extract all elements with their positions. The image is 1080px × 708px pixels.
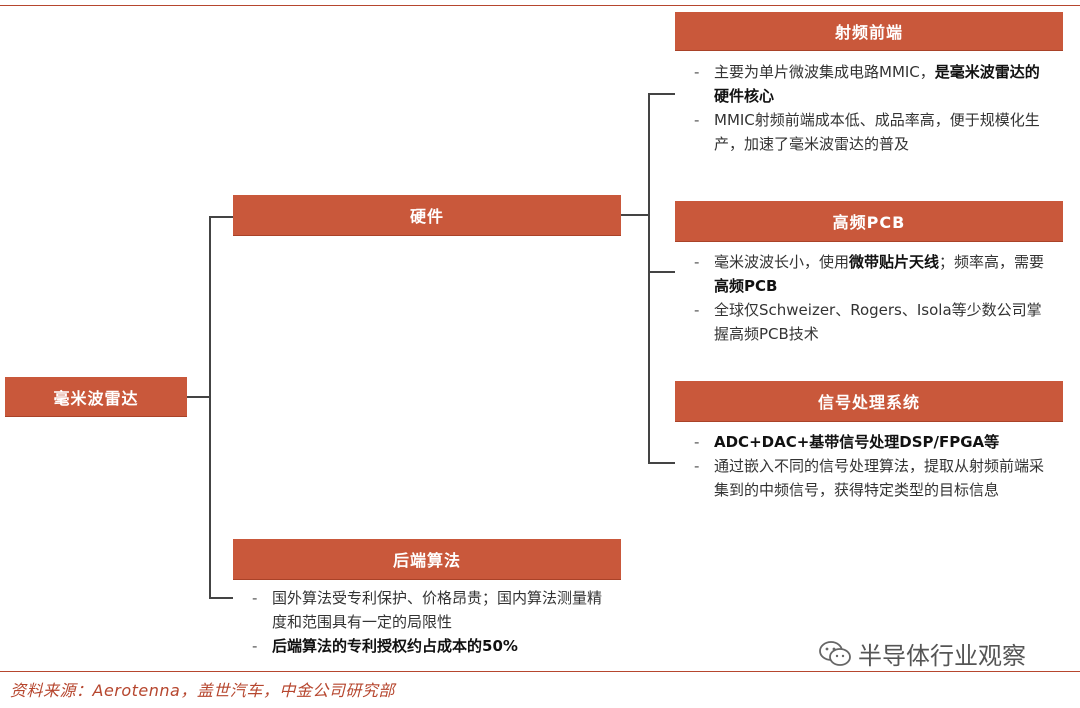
- signal-processing-bullets: ADC+DAC+基带信号处理DSP/FPGA等 通过嵌入不同的信号处理算法，提取…: [692, 430, 1052, 502]
- root-label: 毫米波雷达: [53, 388, 139, 408]
- list-item: 主要为单片微波集成电路MMIC，是毫米波雷达的硬件核心: [692, 60, 1052, 108]
- signal-processing-node: 信号处理系统: [675, 381, 1063, 422]
- hardware-label: 硬件: [409, 207, 444, 226]
- root-node: 毫米波雷达: [5, 377, 187, 417]
- connector-to-dsp: [648, 462, 675, 464]
- connector-to-pcb: [648, 271, 675, 273]
- connector-to-backend: [209, 597, 233, 599]
- list-item: ADC+DAC+基带信号处理DSP/FPGA等: [692, 430, 1052, 454]
- signal-processing-label: 信号处理系统: [817, 393, 920, 412]
- pcb-bullets: 毫米波波长小，使用微带贴片天线；频率高，需要高频PCB 全球仅Schweizer…: [692, 250, 1052, 346]
- top-rule: [0, 5, 1080, 6]
- connector-root-spine: [209, 216, 211, 599]
- rf-frontend-label: 射频前端: [834, 23, 903, 42]
- list-item: 通过嵌入不同的信号处理算法，提取从射频前端采集到的中频信号，获得特定类型的目标信…: [692, 454, 1052, 502]
- watermark: 半导体行业观察: [818, 636, 1026, 671]
- wechat-icon: [819, 640, 851, 666]
- connector-hardware-stem: [621, 214, 649, 216]
- connector-hardware-spine: [648, 93, 650, 464]
- rf-frontend-bullets: 主要为单片微波集成电路MMIC，是毫米波雷达的硬件核心 MMIC射频前端成本低、…: [692, 60, 1052, 156]
- rf-frontend-node: 射频前端: [675, 12, 1063, 51]
- backend-bullets: 国外算法受专利保护、价格昂贵；国内算法测量精度和范围具有一定的局限性 后端算法的…: [250, 586, 610, 658]
- hardware-node: 硬件: [233, 195, 621, 236]
- backend-label: 后端算法: [392, 551, 461, 570]
- connector-to-rf: [648, 93, 675, 95]
- connector-root-stem: [187, 396, 210, 398]
- list-item: 全球仅Schweizer、Rogers、Isola等少数公司掌握高频PCB技术: [692, 298, 1052, 346]
- backend-node: 后端算法: [233, 539, 621, 580]
- list-item: 后端算法的专利授权约占成本的50%: [250, 634, 610, 658]
- bottom-rule: [0, 671, 1080, 672]
- pcb-node: 高频PCB: [675, 201, 1063, 242]
- watermark-text: 半导体行业观察: [858, 642, 1026, 670]
- list-item: MMIC射频前端成本低、成品率高，便于规模化生产，加速了毫米波雷达的普及: [692, 108, 1052, 156]
- list-item: 国外算法受专利保护、价格昂贵；国内算法测量精度和范围具有一定的局限性: [250, 586, 610, 634]
- pcb-label: 高频PCB: [832, 213, 906, 232]
- list-item: 毫米波波长小，使用微带贴片天线；频率高，需要高频PCB: [692, 250, 1052, 298]
- connector-to-hardware: [209, 216, 233, 218]
- source-note: 资料来源：Aerotenna，盖世汽车，中金公司研究部: [10, 681, 395, 700]
